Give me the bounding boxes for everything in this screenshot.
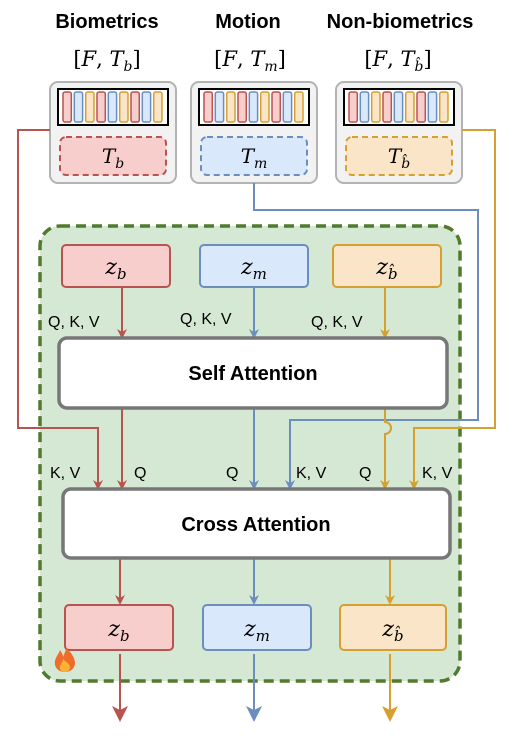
token-box-motion: [200, 136, 308, 176]
svg-text:zb̂: zb̂: [375, 255, 397, 283]
token-stripe: [214, 91, 225, 123]
fire-icon: [54, 648, 75, 672]
token-stripe: [84, 91, 95, 123]
self-attn-input-motion: Q, K, V: [180, 311, 232, 328]
token-stripe: [282, 91, 293, 123]
token-box-biometrics: [59, 136, 167, 176]
cross-attention-title: Cross Attention: [181, 514, 330, 536]
bypass-line-motion: [253, 183, 479, 490]
token-stripe: [152, 91, 163, 123]
svg-text:zb̂: zb̂: [381, 617, 403, 645]
latent-top-biometrics: zb: [61, 244, 171, 288]
svg-text:zm: zm: [240, 255, 267, 283]
token-stripe: [96, 91, 107, 123]
self-attn-input-non-biometrics: Q, K, V: [311, 314, 363, 331]
token-stripe: [141, 91, 152, 123]
token-stripe: [118, 91, 129, 123]
dim-non-biometrics: [F, Tb̂]: [364, 47, 431, 75]
dim-motion: [F, Tm]: [214, 47, 286, 75]
token-stripe: [404, 91, 415, 123]
token-stripe: [259, 91, 270, 123]
bypass-line-biometrics: [17, 129, 103, 490]
token-label-motion: Tm: [241, 144, 268, 172]
cross-attn-biometrics-kv: K, V: [50, 465, 81, 482]
token-stripe: [438, 91, 449, 123]
svg-text:zm: zm: [243, 617, 270, 645]
self-attention-title: Self Attention: [188, 363, 317, 385]
cross-attn-motion-kv: K, V: [296, 465, 327, 482]
latent-top-motion: zm: [199, 244, 309, 288]
token-stripe: [370, 91, 381, 123]
token-stripe: [393, 91, 404, 123]
svg-text:zb: zb: [104, 255, 126, 283]
token-stripe: [293, 91, 304, 123]
token-stripe: [225, 91, 236, 123]
token-frame-motion: Tm: [190, 81, 318, 184]
latent-top-non-biometrics: zb̂: [332, 244, 442, 288]
dim-biometrics: [F, Tb]: [73, 47, 140, 75]
token-box-non-biometrics: [345, 136, 453, 176]
token-label-non-biometrics: Tb̂: [388, 144, 410, 172]
self-attention-block: [57, 336, 449, 410]
cross-attn-non-biometrics-q: Q: [359, 465, 371, 482]
token-stripe: [203, 91, 214, 123]
cross-attn-non-biometrics-kv: K, V: [422, 465, 453, 482]
token-stripe: [416, 91, 427, 123]
cross-attn-motion-q: Q: [226, 465, 238, 482]
token-stripe: [73, 91, 84, 123]
latent-bottom-non-biometrics: zb̂: [339, 604, 447, 651]
token-frame-biometrics: Tb: [49, 81, 177, 184]
token-stripe: [107, 91, 118, 123]
token-stripe: [271, 91, 282, 123]
token-stripe: [348, 91, 359, 123]
header-biometrics: Biometrics: [55, 11, 158, 33]
token-stripe: [382, 91, 393, 123]
token-stripe: [62, 91, 73, 123]
token-stripe: [359, 91, 370, 123]
token-stripe: [427, 91, 438, 123]
cross-attention-block: [61, 487, 452, 560]
header-non-biometrics: Non-biometrics: [327, 11, 474, 33]
latent-bottom-biometrics: zb: [64, 604, 174, 651]
svg-text:zb: zb: [107, 617, 129, 645]
bypass-line-non-biometrics: [409, 129, 496, 490]
token-frame-non-biometrics: Tb̂: [335, 81, 463, 184]
cross-attn-biometrics-q: Q: [134, 465, 146, 482]
self-attn-input-biometrics: Q, K, V: [48, 314, 100, 331]
header-motion: Motion: [215, 11, 281, 33]
latent-bottom-motion: zm: [202, 604, 312, 651]
token-stripe: [237, 91, 248, 123]
token-stripe: [130, 91, 141, 123]
token-stripe: [248, 91, 259, 123]
token-label-biometrics: Tb: [102, 144, 124, 172]
arrow-self-to-cross-non-biometrics: [380, 408, 392, 490]
